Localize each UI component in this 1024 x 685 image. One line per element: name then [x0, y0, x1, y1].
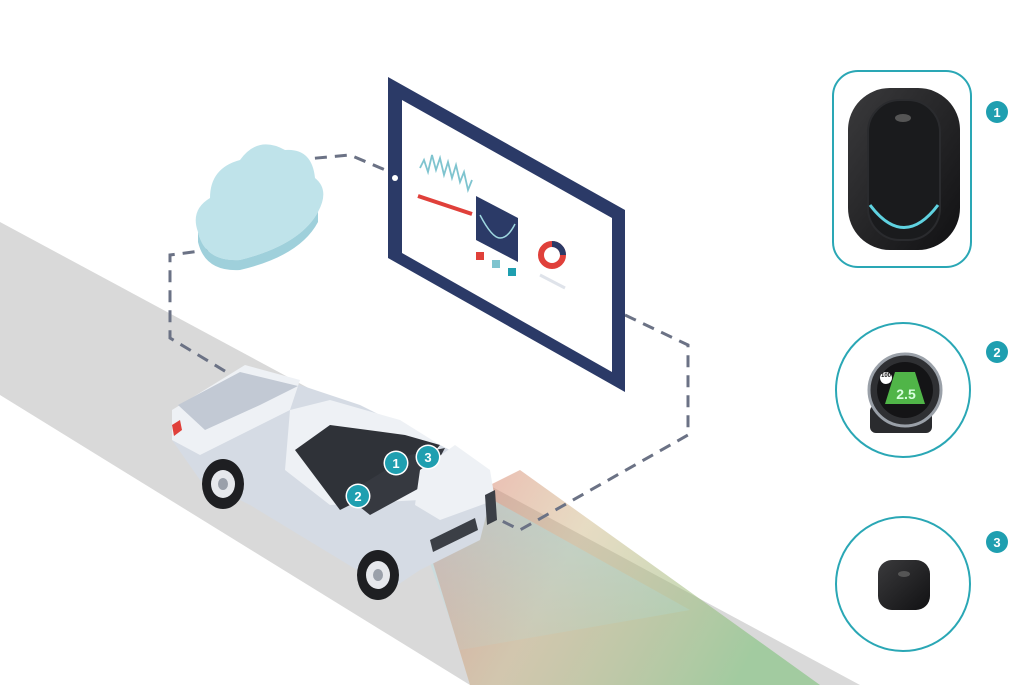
legend-square	[508, 268, 516, 276]
legend-square	[476, 252, 484, 260]
device-label-1: 1	[986, 101, 1008, 123]
device-label-2: 2	[986, 341, 1008, 363]
marker-3: 3	[417, 446, 439, 468]
marker-1: 1	[385, 452, 407, 474]
connection-line	[469, 313, 690, 532]
connection-line	[168, 248, 401, 470]
cloud-icon	[195, 144, 324, 271]
wheel	[357, 550, 399, 600]
wheel	[202, 459, 244, 509]
legend-square	[492, 260, 500, 268]
marker-2: 2	[347, 485, 369, 507]
connection-line	[294, 153, 391, 174]
device-panel-3	[835, 516, 971, 652]
dashboard-line-chart	[419, 154, 473, 194]
device-panel-1	[832, 70, 972, 268]
tablet-icon	[388, 77, 625, 392]
speed-readout: 2.5	[896, 386, 916, 402]
dashboard-panel	[476, 196, 518, 262]
pickup-truck	[172, 365, 497, 600]
speed-limit-label: 100	[880, 373, 891, 379]
device-label-3: 3	[986, 531, 1008, 553]
